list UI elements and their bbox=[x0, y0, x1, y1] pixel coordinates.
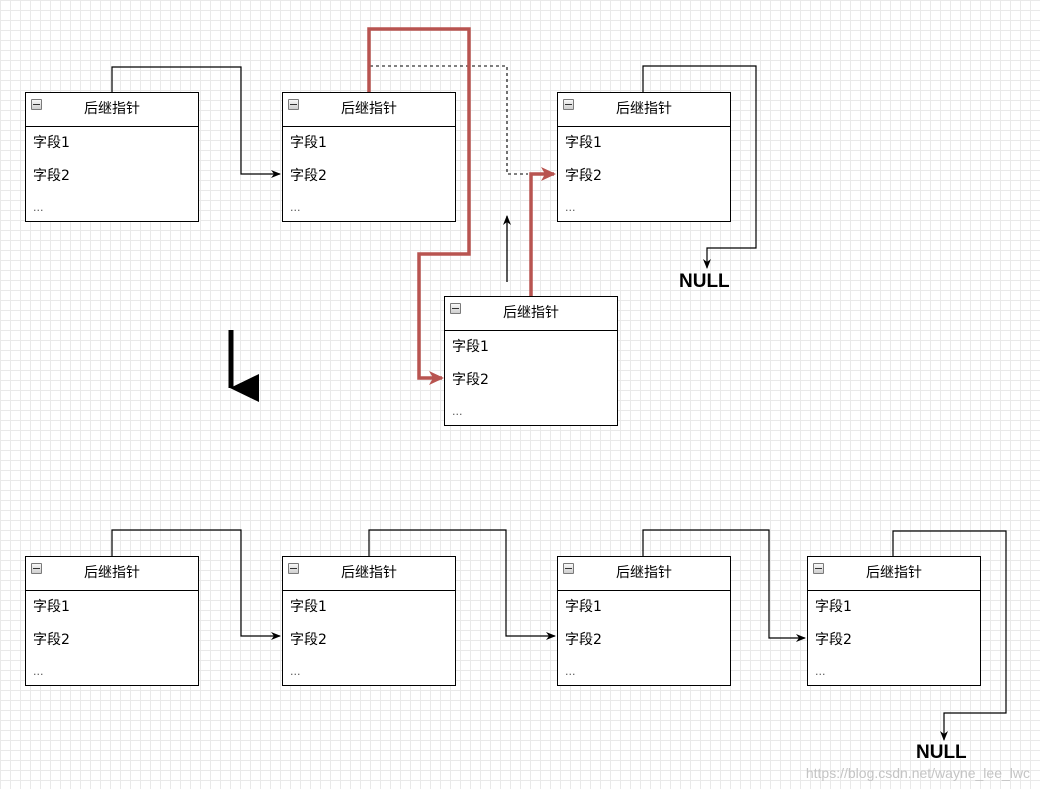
node-bottom-1[interactable]: 后继指针 字段1 字段2 ... bbox=[25, 556, 199, 686]
node-header: 后继指针 bbox=[283, 93, 455, 127]
arrow-node3-to-null bbox=[642, 65, 757, 269]
arrow-b3-to-b4 bbox=[642, 529, 806, 642]
field-more: ... bbox=[565, 201, 576, 214]
node-top-3[interactable]: 后继指针 字段1 字段2 ... bbox=[557, 92, 731, 222]
field-2: 字段2 bbox=[290, 632, 327, 648]
field-2: 字段2 bbox=[565, 632, 602, 648]
node-title: 后继指针 bbox=[341, 101, 397, 117]
node-header: 后继指针 bbox=[808, 557, 980, 591]
node-title: 后继指针 bbox=[503, 305, 559, 321]
field-2: 字段2 bbox=[33, 168, 70, 184]
collapse-icon[interactable] bbox=[450, 303, 461, 314]
node-bottom-4[interactable]: 后继指针 字段1 字段2 ... bbox=[807, 556, 981, 686]
node-title: 后继指针 bbox=[616, 101, 672, 117]
field-more: ... bbox=[815, 665, 826, 678]
node-title: 后继指针 bbox=[341, 565, 397, 581]
node-top-2[interactable]: 后继指针 字段1 字段2 ... bbox=[282, 92, 456, 222]
field-2: 字段2 bbox=[565, 168, 602, 184]
field-more: ... bbox=[290, 665, 301, 678]
red-arrow-new-to-node3 bbox=[529, 167, 556, 296]
arrow-b1-to-b2 bbox=[111, 529, 281, 640]
field-more: ... bbox=[565, 665, 576, 678]
node-bottom-3[interactable]: 后继指针 字段1 字段2 ... bbox=[557, 556, 731, 686]
node-header: 后继指针 bbox=[558, 557, 730, 591]
collapse-icon[interactable] bbox=[563, 99, 574, 110]
collapse-icon[interactable] bbox=[31, 563, 42, 574]
dashed-old-link bbox=[370, 65, 528, 175]
field-1: 字段1 bbox=[452, 339, 489, 355]
field-2: 字段2 bbox=[33, 632, 70, 648]
node-header: 后继指针 bbox=[558, 93, 730, 127]
node-bottom-2[interactable]: 后继指针 字段1 字段2 ... bbox=[282, 556, 456, 686]
arrow-b4-to-null bbox=[892, 530, 1007, 741]
field-2: 字段2 bbox=[815, 632, 852, 648]
node-title: 后继指针 bbox=[84, 565, 140, 581]
field-1: 字段1 bbox=[815, 599, 852, 615]
node-header: 后继指针 bbox=[26, 93, 198, 127]
collapse-icon[interactable] bbox=[31, 99, 42, 110]
collapse-icon[interactable] bbox=[563, 563, 574, 574]
collapse-icon[interactable] bbox=[288, 563, 299, 574]
node-header: 后继指针 bbox=[445, 297, 617, 331]
node-header: 后继指针 bbox=[283, 557, 455, 591]
null-label-bottom: NULL bbox=[916, 742, 967, 763]
field-1: 字段1 bbox=[565, 135, 602, 151]
node-header: 后继指针 bbox=[26, 557, 198, 591]
field-1: 字段1 bbox=[290, 599, 327, 615]
field-2: 字段2 bbox=[290, 168, 327, 184]
node-title: 后继指针 bbox=[616, 565, 672, 581]
null-label-top: NULL bbox=[679, 271, 730, 292]
collapse-icon[interactable] bbox=[813, 563, 824, 574]
field-2: 字段2 bbox=[452, 372, 489, 388]
red-arrow-node2-to-new bbox=[367, 27, 471, 385]
arrow-node1-to-node2 bbox=[111, 66, 281, 178]
field-1: 字段1 bbox=[33, 135, 70, 151]
collapse-icon[interactable] bbox=[288, 99, 299, 110]
node-title: 后继指针 bbox=[84, 101, 140, 117]
arrow-b2-to-b3 bbox=[368, 529, 556, 640]
field-more: ... bbox=[33, 665, 44, 678]
node-top-1[interactable]: 后继指针 字段1 字段2 ... bbox=[25, 92, 199, 222]
node-inserted[interactable]: 后继指针 字段1 字段2 ... bbox=[444, 296, 618, 426]
field-1: 字段1 bbox=[33, 599, 70, 615]
field-1: 字段1 bbox=[565, 599, 602, 615]
node-title: 后继指针 bbox=[866, 565, 922, 581]
watermark: https://blog.csdn.net/wayne_lee_lwc bbox=[805, 765, 1030, 781]
field-more: ... bbox=[33, 201, 44, 214]
field-more: ... bbox=[290, 201, 301, 214]
field-more: ... bbox=[452, 405, 463, 418]
field-1: 字段1 bbox=[290, 135, 327, 151]
